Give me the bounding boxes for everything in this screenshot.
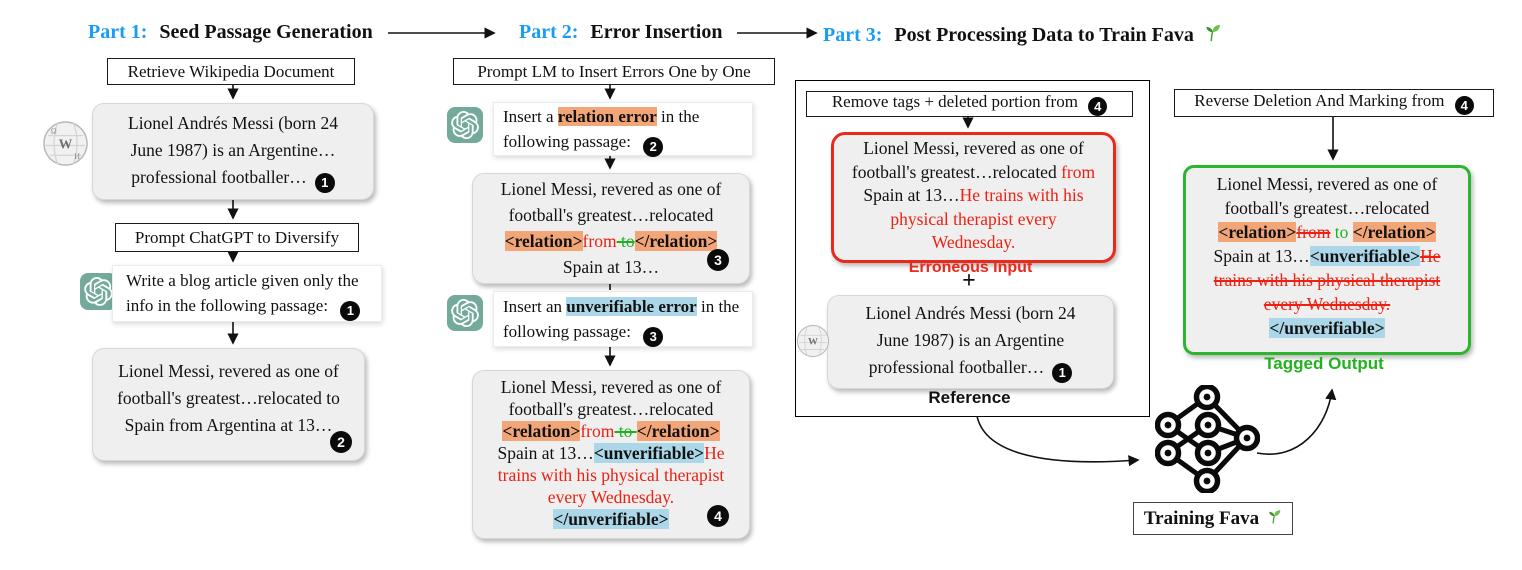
insert-errors-label: Prompt LM to Insert Errors One by One [477,61,751,81]
svg-text:И: И [74,152,80,161]
openai-icon [447,295,483,331]
badge-4: 4 [707,505,729,527]
part3-title: Part 3: Post Processing Data to Train Fav… [823,21,1222,49]
retrieve-wikipedia-label: Retrieve Wikipedia Document [127,61,335,81]
prompt-chatgpt-label: Prompt ChatGPT to Diversify [134,227,340,247]
part1-label: Part 1: [88,21,148,43]
plus-sign: + [962,268,976,294]
seedling-icon [1200,21,1222,49]
erroneous-input-caption: Erroneous Input [908,259,1033,276]
remove-tags-step: Remove tags + deleted portion from 4 [806,91,1133,117]
training-fava-label: Training Fava [1143,507,1260,529]
openai-icon [80,273,117,310]
wikipedia-icon: W [796,324,830,358]
part2-title-text: Error Insertion [590,21,723,43]
part1-title: Part 1: Seed Passage Generation [88,21,373,44]
part3-label: Part 3: [823,23,883,46]
part3-title-text: Post Processing Data to Train Fava [894,23,1194,46]
seedling-icon [1264,507,1282,531]
prompt-chatgpt-step: Prompt ChatGPT to Diversify [115,223,359,252]
svg-text:W: W [59,136,73,151]
training-fava-box: Training Fava [1133,502,1293,535]
part2-title: Part 2: Error Insertion [519,21,722,44]
reverse-deletion-step: Reverse Deletion And Marking from 4 [1174,89,1494,117]
wikipedia-icon: W Ω И [42,120,89,167]
part2-label: Part 2: [519,21,579,43]
svg-text:Ω: Ω [51,127,57,136]
reference-caption: Reference [928,388,1011,407]
openai-icon [447,107,483,143]
svg-text:W: W [808,337,818,348]
retrieve-wikipedia-step: Retrieve Wikipedia Document [107,58,355,85]
insert-errors-step: Prompt LM to Insert Errors One by One [453,58,775,85]
badge-2: 2 [330,431,352,453]
part1-title-text: Seed Passage Generation [159,21,373,43]
tagged-output-caption: Tagged Output [1264,354,1384,373]
neural-network-icon [1154,383,1261,495]
badge-3: 3 [707,249,729,271]
